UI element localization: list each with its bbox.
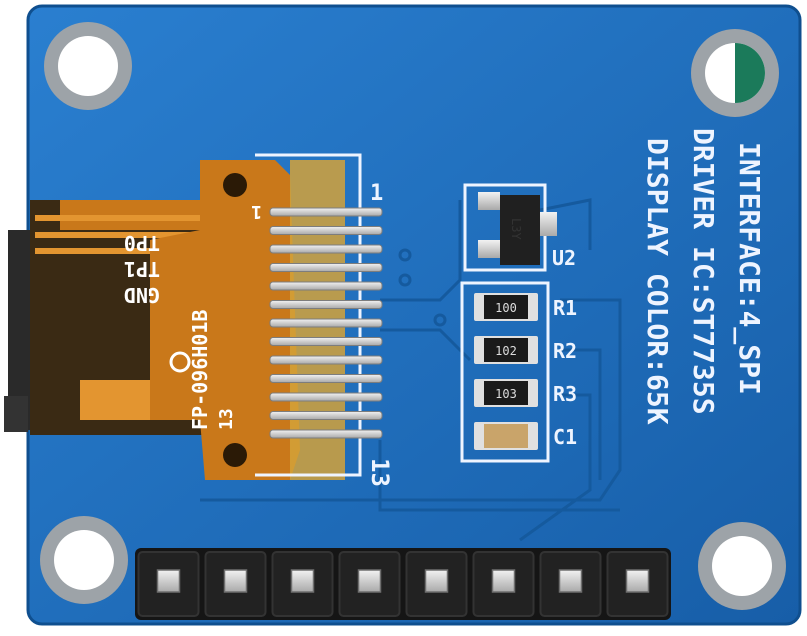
connector-pin bbox=[269, 281, 383, 291]
flex-pad-label-gnd: GND bbox=[124, 283, 160, 307]
connector-pins bbox=[269, 207, 383, 439]
flex-cable bbox=[30, 160, 345, 480]
flex-part-number: FP-096H01B bbox=[188, 310, 212, 430]
connector-pin bbox=[269, 226, 383, 235]
header-pin bbox=[271, 551, 334, 617]
flex-pin-last-label: 13 bbox=[216, 408, 237, 430]
silk-driver-ic: DRIVER IC:ST7735S bbox=[687, 128, 720, 415]
regulator-marking: L3Y bbox=[509, 218, 523, 240]
passive-r2: 102 R2 bbox=[474, 336, 577, 364]
silk-display-color: DISPLAY COLOR:65K bbox=[641, 138, 674, 425]
connector-pin bbox=[269, 374, 383, 383]
connector-pin-first-label: 1 bbox=[370, 181, 383, 206]
passive-label: R3 bbox=[553, 382, 577, 406]
passive-label: R2 bbox=[553, 339, 577, 363]
connector-pin bbox=[269, 318, 383, 328]
header-pin bbox=[606, 551, 669, 617]
connector-pin bbox=[269, 263, 383, 272]
passive-marking: 100 bbox=[495, 301, 517, 315]
connector-pin bbox=[269, 392, 383, 402]
pin-header bbox=[135, 548, 671, 620]
flex-pad-label-tp0: TP0 bbox=[124, 231, 160, 255]
connector-pin bbox=[269, 429, 383, 439]
regulator-u2: L3Y bbox=[463, 183, 557, 272]
connector-pin bbox=[269, 355, 383, 365]
pcb-traces bbox=[200, 198, 622, 542]
header-pin bbox=[472, 551, 535, 617]
mounting-holes bbox=[40, 22, 786, 610]
passives-outline bbox=[460, 281, 550, 463]
passive-marking: 102 bbox=[495, 344, 517, 358]
connector-pin bbox=[269, 411, 383, 420]
passive-marking: 103 bbox=[495, 387, 517, 401]
regulator-label: U2 bbox=[552, 246, 576, 270]
connector-outline bbox=[255, 153, 362, 477]
connector-pin bbox=[269, 337, 383, 346]
passive-label: C1 bbox=[553, 425, 577, 449]
header-pin bbox=[137, 551, 200, 617]
header-pin bbox=[338, 551, 401, 617]
connector-pin bbox=[269, 207, 383, 217]
connector-pin bbox=[269, 300, 383, 309]
header-pin bbox=[204, 551, 267, 617]
silkscreen-text: INTERFACE:4_SPI DRIVER IC:ST7735S DISPLA… bbox=[641, 128, 766, 425]
header-pin bbox=[539, 551, 602, 617]
passive-r3: 103 R3 bbox=[474, 379, 577, 407]
header-pin bbox=[405, 551, 468, 617]
flex-logo-icon bbox=[169, 351, 191, 373]
passive-c1: C1 bbox=[474, 422, 577, 450]
connector-pin bbox=[269, 244, 383, 254]
flex-pad-label-tp1: TP1 bbox=[124, 257, 160, 281]
connector-pin-last-label: 13 bbox=[366, 458, 394, 487]
silk-interface: INTERFACE:4_SPI bbox=[733, 142, 766, 395]
flex-pin-one-label: 1 bbox=[251, 201, 262, 222]
passive-r1: 100 R1 bbox=[474, 293, 577, 321]
passive-label: R1 bbox=[553, 296, 577, 320]
